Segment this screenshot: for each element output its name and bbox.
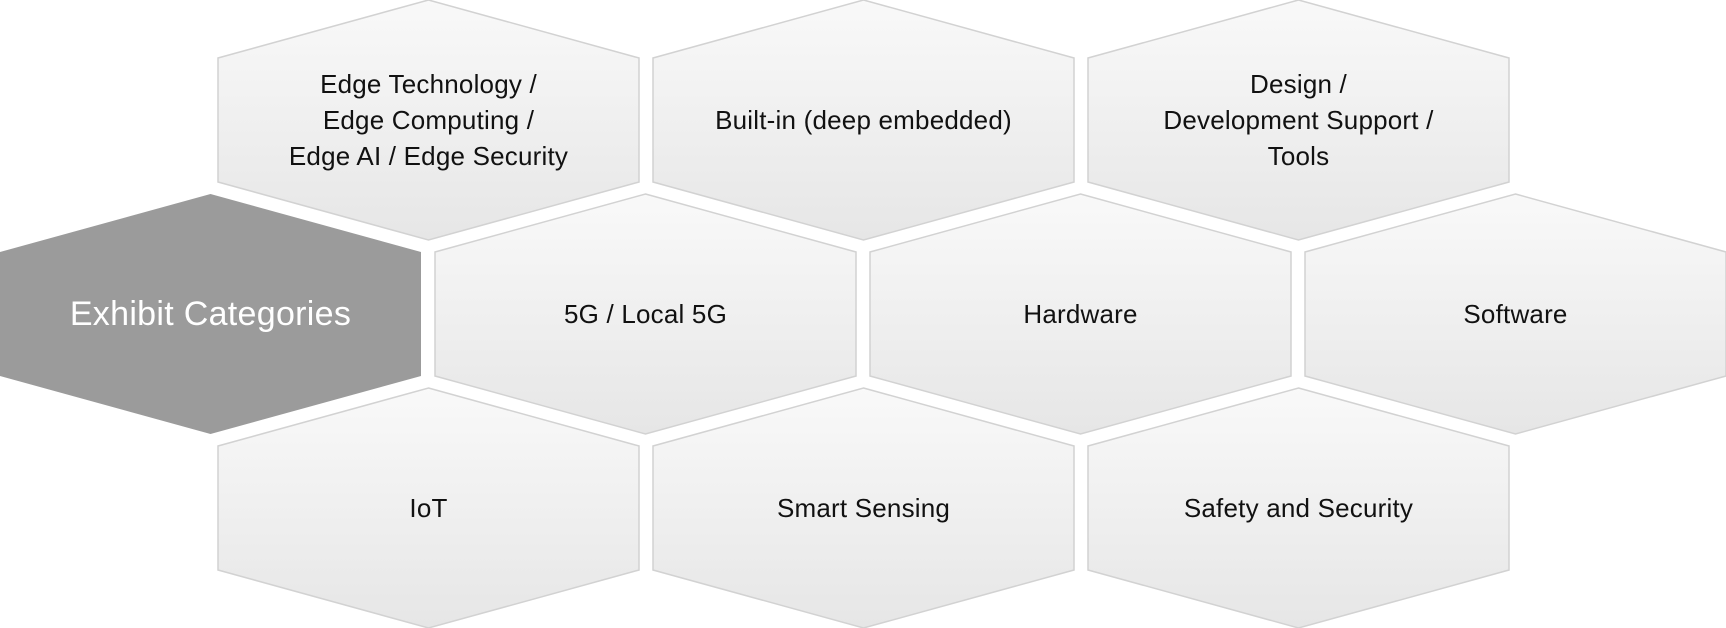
category-design-development-tools: Design / Development Support / Tools [1087, 0, 1510, 241]
category-hex-shape [1087, 0, 1510, 241]
title-hex-shape [0, 194, 421, 434]
category-hex-shape [869, 193, 1292, 435]
category-label-line: Built-in (deep embedded) [715, 105, 1012, 135]
category-iot: IoT [217, 387, 640, 628]
category-label: Hardware [900, 252, 1261, 376]
category-label: Safety and Security [1118, 446, 1479, 570]
category-label: IoT [248, 446, 609, 570]
category-edge-technology: Edge Technology / Edge Computing / Edge … [217, 0, 640, 241]
category-built-in: Built-in (deep embedded) [652, 0, 1075, 241]
exhibit-categories-title-hex: Exhibit Categories [0, 194, 421, 434]
category-label-line: Development Support / [1163, 105, 1434, 135]
category-label-line: Hardware [1023, 299, 1138, 329]
category-label: 5G / Local 5G [465, 252, 826, 376]
category-smart-sensing: Smart Sensing [652, 387, 1075, 628]
category-label: Built-in (deep embedded) [683, 58, 1044, 182]
category-hex-shape [652, 0, 1075, 241]
category-label-line: Design / [1250, 69, 1347, 99]
category-hex-shape [217, 387, 640, 628]
category-label-line: Software [1463, 299, 1568, 329]
category-hex-shape [652, 387, 1075, 628]
category-safety-and-security: Safety and Security [1087, 387, 1510, 628]
category-5g: 5G / Local 5G [434, 193, 857, 435]
category-hex-shape [217, 0, 640, 241]
category-label-line: Tools [1267, 141, 1330, 171]
category-hex-shape [434, 193, 857, 435]
category-software: Software [1304, 193, 1726, 435]
category-label: Smart Sensing [683, 446, 1044, 570]
category-label: Software [1335, 252, 1696, 376]
category-label-line: Edge Technology / [320, 69, 537, 99]
category-label: Design / Development Support / Tools [1118, 58, 1479, 182]
category-label: Edge Technology / Edge Computing / Edge … [248, 58, 609, 182]
category-label-line: IoT [409, 493, 448, 523]
category-label-line: Smart Sensing [776, 493, 951, 523]
title-text: Exhibit Categories [69, 295, 352, 333]
exhibit-categories-title: Exhibit Categories [30, 252, 391, 376]
category-label-line: 5G / Local 5G [563, 299, 728, 329]
category-hex-shape [1304, 193, 1726, 435]
category-hardware: Hardware [869, 193, 1292, 435]
category-label-line: Edge Computing / [322, 105, 535, 135]
category-label-line: Safety and Security [1183, 493, 1414, 523]
category-hex-shape [1087, 387, 1510, 628]
category-label-line: Edge AI / Edge Security [288, 141, 569, 171]
